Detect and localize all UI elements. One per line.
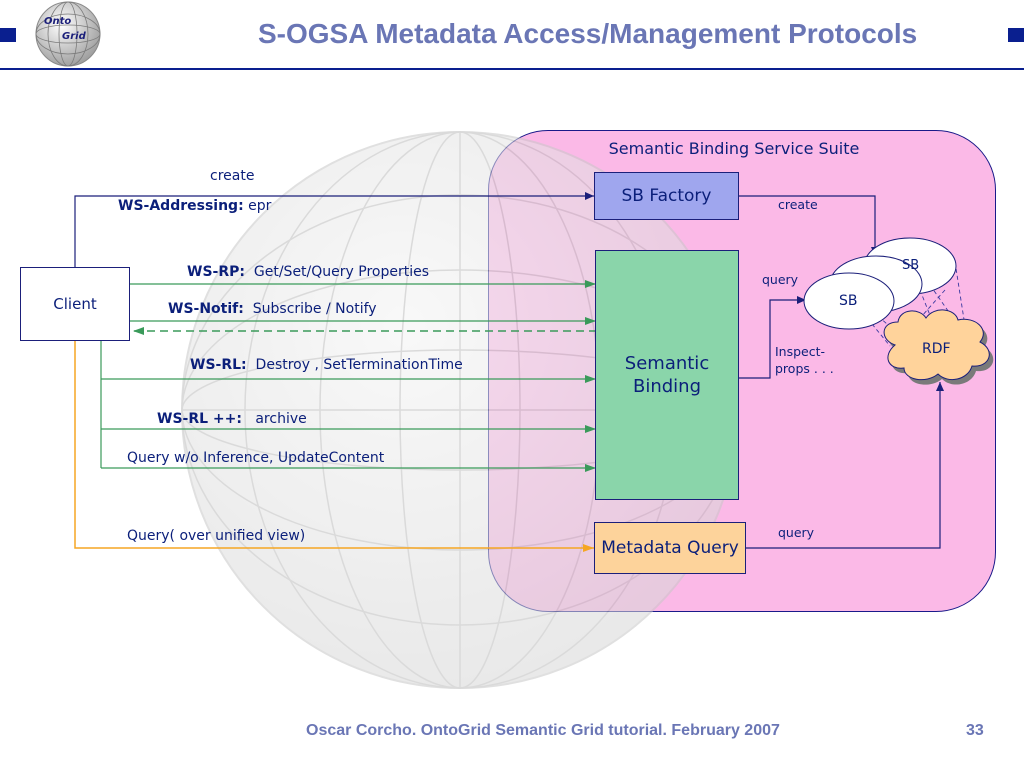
- factory-create-connector: [739, 195, 879, 256]
- rdf-label: RDF: [922, 341, 951, 357]
- metadata-query-node[interactable]: Metadata Query: [594, 522, 746, 574]
- semantic-binding-label: Semantic Binding: [624, 353, 710, 397]
- sb-ellipse-front: [803, 272, 895, 330]
- create-connector: [74, 192, 594, 267]
- logo-line2: Grid: [62, 31, 86, 42]
- title-corner-right: [1008, 28, 1024, 42]
- ws-rp-label: WS-RP: Get/Set/Query Properties: [187, 264, 430, 280]
- page-title: S-OGSA Metadata Access/Management Protoc…: [258, 18, 918, 49]
- title-corner-left: [0, 28, 16, 42]
- ws-addressing-label: WS-Addressing: epr: [118, 198, 272, 214]
- query-unified-label: Query( over unified view): [127, 528, 306, 544]
- query-wo-inference-label: Query w/o Inference, UpdateContent: [127, 450, 385, 466]
- inspect-label-line1: Inspect-: [775, 344, 826, 359]
- semantic-binding-node[interactable]: Semantic Binding: [595, 250, 739, 500]
- create-label: create: [210, 168, 255, 184]
- title-divider: [0, 68, 1024, 70]
- binding-query-label: query: [762, 272, 799, 287]
- sb-label: SB: [839, 293, 858, 309]
- page-number: 33: [966, 722, 984, 739]
- ontogrid-logo-icon: [35, 1, 101, 67]
- metadata-query-label: Metadata Query: [601, 538, 739, 558]
- suite-label: Semantic Binding Service Suite: [608, 139, 860, 158]
- sb-factory-label: SB Factory: [621, 186, 712, 206]
- footer-text: Oscar Corcho. OntoGrid Semantic Grid tut…: [306, 722, 780, 739]
- sb-back-label: SB: [902, 258, 920, 273]
- sb-factory-node[interactable]: SB Factory: [594, 172, 739, 220]
- metadata-query-label-right: query: [778, 525, 815, 540]
- metadata-rdf-connector: [746, 382, 944, 549]
- rdf-cloud-icon: [883, 309, 994, 385]
- client-label: Client: [53, 295, 97, 313]
- ws-rlpp-label: WS-RL ++: archive: [157, 411, 307, 427]
- ws-notif-label: WS-Notif: Subscribe / Notify: [168, 301, 377, 317]
- logo-line1: Onto: [44, 16, 72, 27]
- factory-create-label: create: [778, 197, 818, 212]
- inspect-label-line2: props . . .: [775, 361, 834, 376]
- query-unified-arrow: [74, 341, 594, 552]
- ws-rl-label: WS-RL: Destroy , SetTerminationTime: [190, 357, 463, 373]
- client-node[interactable]: Client: [20, 267, 130, 341]
- binding-query-connector: [739, 296, 806, 379]
